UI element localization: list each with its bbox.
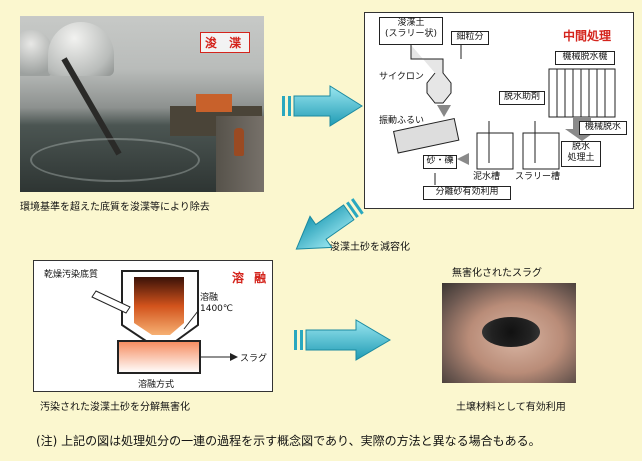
dredge-caption: 環境基準を超えた底質を浚渫等により除去: [20, 202, 210, 213]
dewatered-soil-box: 脱水 処理土: [561, 141, 601, 167]
arrow-to-process: [282, 85, 363, 127]
slurry-tank-label: スラリー槽: [515, 172, 561, 182]
melt-panel: 溶 融 乾燥汚染底質 溶融 1400℃ スラグ 溶融方式: [33, 260, 273, 392]
reduce-volume-label: 浚渫土砂を減容化: [330, 242, 410, 253]
process-tag: 中間処理: [563, 29, 612, 43]
sand-box: 砂・礫: [423, 155, 457, 169]
dewatering-agent-box: 脱水助剤: [499, 91, 545, 105]
arrow-to-melt: [295, 198, 364, 250]
barge-cabin: [196, 94, 232, 112]
dewatering-machine-box: 機械脱水機: [555, 51, 615, 65]
melt-temp-label: 溶融 1400℃: [200, 293, 234, 314]
slag-pile: [482, 317, 540, 347]
furnace-drawing: [91, 270, 238, 374]
slurry-source-box: 浚渫土 (スラリー状): [379, 17, 443, 45]
melt-caption: 汚染された浚渫土砂を分解無害化: [40, 402, 190, 413]
slag-photo: [442, 283, 576, 383]
gas-tank-small: [20, 30, 52, 76]
separated-sand-box: 分離砂有効利用: [423, 186, 511, 200]
dredge-tag: 浚 渫: [200, 32, 251, 53]
gas-tank-large: [48, 22, 114, 76]
dredging-photo: 浚 渫: [20, 16, 264, 192]
slag-caption: 土壌材料として有効利用: [456, 402, 566, 413]
dry-sediment-label: 乾燥汚染底質: [44, 270, 99, 280]
process-flow-lines: [392, 45, 616, 185]
worker-figure: [234, 128, 244, 156]
melt-method-label: 溶融方式: [138, 380, 175, 390]
slag-title: 無害化されたスラグ: [452, 268, 542, 279]
mud-tank-label: 泥水槽: [473, 172, 501, 182]
screen-label: 振動ふるい: [379, 116, 425, 126]
process-panel: 中間処理 浚渫土 (スラリー状) 細粒分 サイクロン 振動ふるい 砂・礫 泥水槽…: [364, 12, 634, 209]
water-ripple: [30, 138, 200, 182]
slag-label: スラグ: [240, 354, 268, 364]
footnote: (注) 上記の図は処理処分の一連の過程を示す概念図であり、実際の方法と異なる場合…: [36, 434, 541, 448]
dewatering-box: 機械脱水: [579, 121, 627, 135]
cyclone-label: サイクロン: [379, 72, 424, 82]
melt-tag: 溶 融: [232, 271, 270, 285]
fine-fraction-box: 細粒分: [451, 31, 489, 45]
arrow-to-slag: [294, 319, 391, 361]
